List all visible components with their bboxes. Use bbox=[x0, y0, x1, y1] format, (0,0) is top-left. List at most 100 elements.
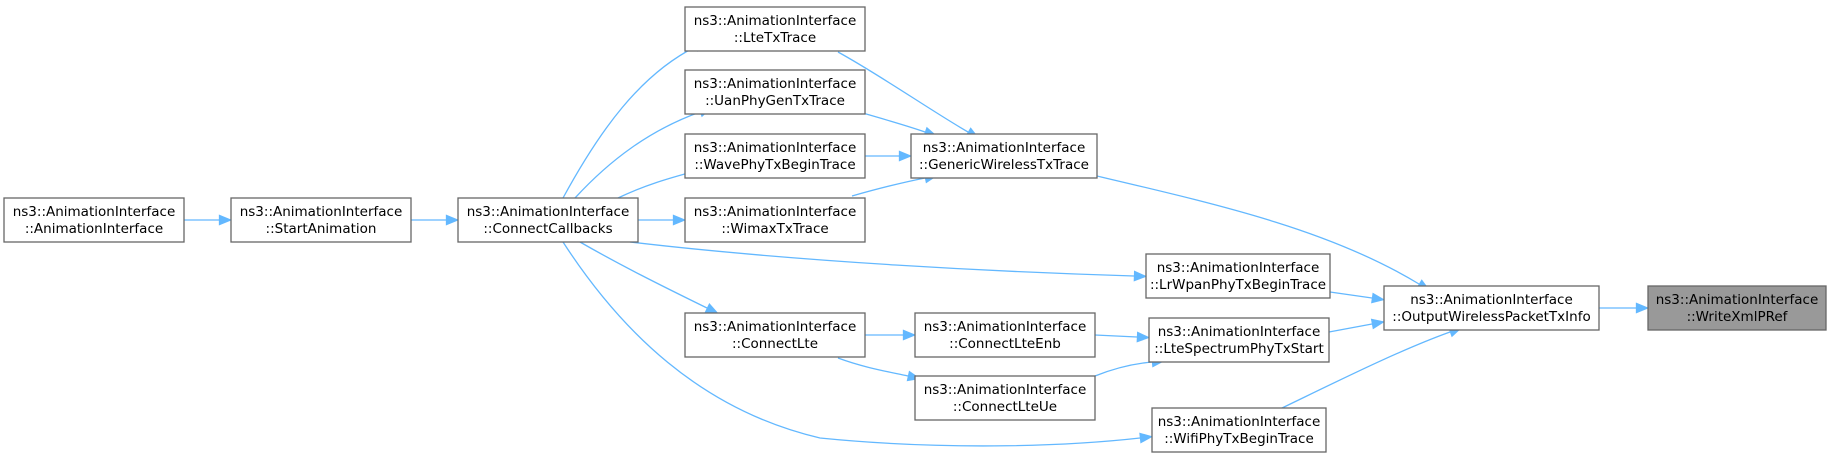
node-box bbox=[1151, 407, 1327, 453]
node-label-line1: ns3::AnimationInterface bbox=[240, 204, 403, 220]
edge-n12-to-n11 bbox=[1094, 331, 1151, 343]
arrowhead-icon bbox=[1133, 270, 1148, 282]
node-label-line2: ::OutputWirelessPacketTxInfo bbox=[1392, 309, 1590, 325]
edge-line bbox=[1096, 175, 1420, 285]
node-label-line1: ns3::AnimationInterface bbox=[694, 319, 857, 335]
edge-n8-to-n2 bbox=[865, 150, 913, 162]
graph-node-ltespectrumphytxstart[interactable]: ns3::AnimationInterface::LteSpectrumPhyT… bbox=[1148, 317, 1330, 363]
graph-node-animationinterface[interactable]: ns3::AnimationInterface::AnimationInterf… bbox=[3, 197, 185, 243]
node-box bbox=[684, 6, 866, 52]
node-label-line2: ::LrWpanPhyTxBeginTrace bbox=[1150, 277, 1326, 293]
edge-line bbox=[562, 46, 696, 199]
node-label-line2: ::LteTxTrace bbox=[734, 30, 816, 46]
node-label-line2: ::WimaxTxTrace bbox=[721, 221, 828, 237]
edge-n4-to-n13 bbox=[579, 241, 719, 314]
graph-node-connectlteue[interactable]: ns3::AnimationInterface::ConnectLteUe bbox=[914, 375, 1096, 421]
edge-line bbox=[1281, 331, 1451, 409]
graph-node-lrwpanphytxbegintrace[interactable]: ns3::AnimationInterface::LrWpanPhyTxBegi… bbox=[1145, 253, 1331, 299]
node-box bbox=[914, 375, 1096, 421]
node-box bbox=[684, 133, 866, 179]
node-label-line2: ::WriteXmlPRef bbox=[1687, 309, 1789, 325]
node-label-line1: ns3::AnimationInterface bbox=[1158, 414, 1321, 430]
node-label-line2: ::WavePhyTxBeginTrace bbox=[694, 157, 855, 173]
arrowhead-icon bbox=[218, 214, 233, 226]
node-box bbox=[684, 312, 866, 358]
edge-line bbox=[1094, 361, 1153, 377]
arrowhead-icon bbox=[1370, 318, 1385, 330]
graph-node-writexmlpref[interactable]: ns3::AnimationInterface::WriteXmlPRef bbox=[1647, 285, 1827, 331]
graph-node-wifiphytxbegintrace[interactable]: ns3::AnimationInterface::WifiPhyTxBeginT… bbox=[1151, 407, 1327, 453]
node-label-line1: ns3::AnimationInterface bbox=[924, 319, 1087, 335]
edge-n10-to-n1 bbox=[1329, 291, 1386, 304]
node-label-line1: ns3::AnimationInterface bbox=[1157, 260, 1320, 276]
node-label-line1: ns3::AnimationInterface bbox=[694, 204, 857, 220]
edge-n4-to-n15 bbox=[562, 241, 1154, 447]
arrowhead-icon bbox=[704, 303, 719, 314]
edge-line bbox=[851, 177, 926, 197]
node-label-line2: ::StartAnimation bbox=[266, 221, 377, 237]
graph-node-genericwirelesstxtrace[interactable]: ns3::AnimationInterface::GenericWireless… bbox=[910, 133, 1098, 179]
edge-n4-to-n10 bbox=[629, 241, 1148, 282]
edge-line bbox=[562, 241, 1141, 447]
node-box bbox=[230, 197, 412, 243]
node-label-line2: ::ConnectLteEnb bbox=[949, 336, 1061, 352]
edge-line bbox=[574, 111, 701, 199]
node-box bbox=[1145, 253, 1331, 299]
edge-n1-to-n0 bbox=[1599, 302, 1650, 314]
node-label-line1: ns3::AnimationInterface bbox=[1656, 292, 1819, 308]
node-label-line2: ::GenericWirelessTxTrace bbox=[919, 157, 1089, 173]
node-label-line1: ns3::AnimationInterface bbox=[694, 76, 857, 92]
node-label-line1: ns3::AnimationInterface bbox=[13, 204, 176, 220]
edge-n11-to-n1 bbox=[1328, 318, 1385, 333]
graph-node-wavephytxbegintrace[interactable]: ns3::AnimationInterface::WavePhyTxBeginT… bbox=[684, 133, 866, 179]
node-box bbox=[910, 133, 1098, 179]
node-label-line2: ::ConnectCallbacks bbox=[483, 221, 612, 237]
node-box bbox=[684, 197, 866, 243]
arrowhead-icon bbox=[672, 214, 687, 226]
node-label-line1: ns3::AnimationInterface bbox=[694, 13, 857, 29]
graph-node-startanimation[interactable]: ns3::AnimationInterface::StartAnimation bbox=[230, 197, 412, 243]
nodes-layer: ns3::AnimationInterface::WriteXmlPRefns3… bbox=[3, 6, 1827, 453]
edge-n5-to-n4 bbox=[411, 214, 460, 226]
node-box bbox=[457, 197, 639, 243]
node-label-line1: ns3::AnimationInterface bbox=[1410, 292, 1573, 308]
edge-n13-to-n14 bbox=[837, 357, 921, 382]
edge-line bbox=[837, 51, 969, 133]
node-label-line1: ns3::AnimationInterface bbox=[1158, 324, 1321, 340]
edge-n4-to-n9 bbox=[638, 214, 687, 226]
edge-line bbox=[579, 241, 708, 309]
node-label-line2: ::ConnectLteUe bbox=[953, 399, 1057, 415]
edge-line bbox=[1094, 334, 1138, 338]
graph-node-connectlteenb[interactable]: ns3::AnimationInterface::ConnectLteEnb bbox=[914, 312, 1096, 358]
node-label-line2: ::AnimationInterface bbox=[25, 221, 163, 237]
node-box bbox=[1647, 285, 1827, 331]
edge-line bbox=[1329, 291, 1373, 299]
edge-line bbox=[617, 171, 693, 199]
arrowhead-icon bbox=[1136, 331, 1151, 343]
graph-node-outputwirelesspackettxinfo[interactable]: ns3::AnimationInterface::OutputWirelessP… bbox=[1383, 285, 1600, 331]
node-box bbox=[1148, 317, 1330, 363]
node-box bbox=[1383, 285, 1600, 331]
node-label-line2: ::LteSpectrumPhyTxStart bbox=[1154, 341, 1324, 357]
node-label-line1: ns3::AnimationInterface bbox=[923, 140, 1086, 156]
edge-line bbox=[837, 357, 909, 377]
graph-node-connectcallbacks[interactable]: ns3::AnimationInterface::ConnectCallback… bbox=[457, 197, 639, 243]
graph-node-connectlte[interactable]: ns3::AnimationInterface::ConnectLte bbox=[684, 312, 866, 358]
arrowhead-icon bbox=[1371, 292, 1386, 304]
node-label-line2: ::ConnectLte bbox=[732, 336, 818, 352]
edge-line bbox=[629, 241, 1135, 277]
arrowhead-icon bbox=[898, 150, 913, 162]
arrowhead-icon bbox=[1139, 432, 1154, 444]
node-box bbox=[684, 69, 866, 115]
graph-node-wimaxtxtrace[interactable]: ns3::AnimationInterface::WimaxTxTrace bbox=[684, 197, 866, 243]
edge-n6-to-n5 bbox=[184, 214, 233, 226]
arrowhead-icon bbox=[902, 329, 917, 341]
graph-node-uanphygentxtrace[interactable]: ns3::AnimationInterface::UanPhyGenTxTrac… bbox=[684, 69, 866, 115]
graph-node-ltetxtrace[interactable]: ns3::AnimationInterface::LteTxTrace bbox=[684, 6, 866, 52]
node-label-line1: ns3::AnimationInterface bbox=[694, 140, 857, 156]
edge-n13-to-n12 bbox=[865, 329, 917, 341]
node-box bbox=[914, 312, 1096, 358]
node-label-line1: ns3::AnimationInterface bbox=[924, 382, 1087, 398]
arrowhead-icon bbox=[1635, 302, 1650, 314]
